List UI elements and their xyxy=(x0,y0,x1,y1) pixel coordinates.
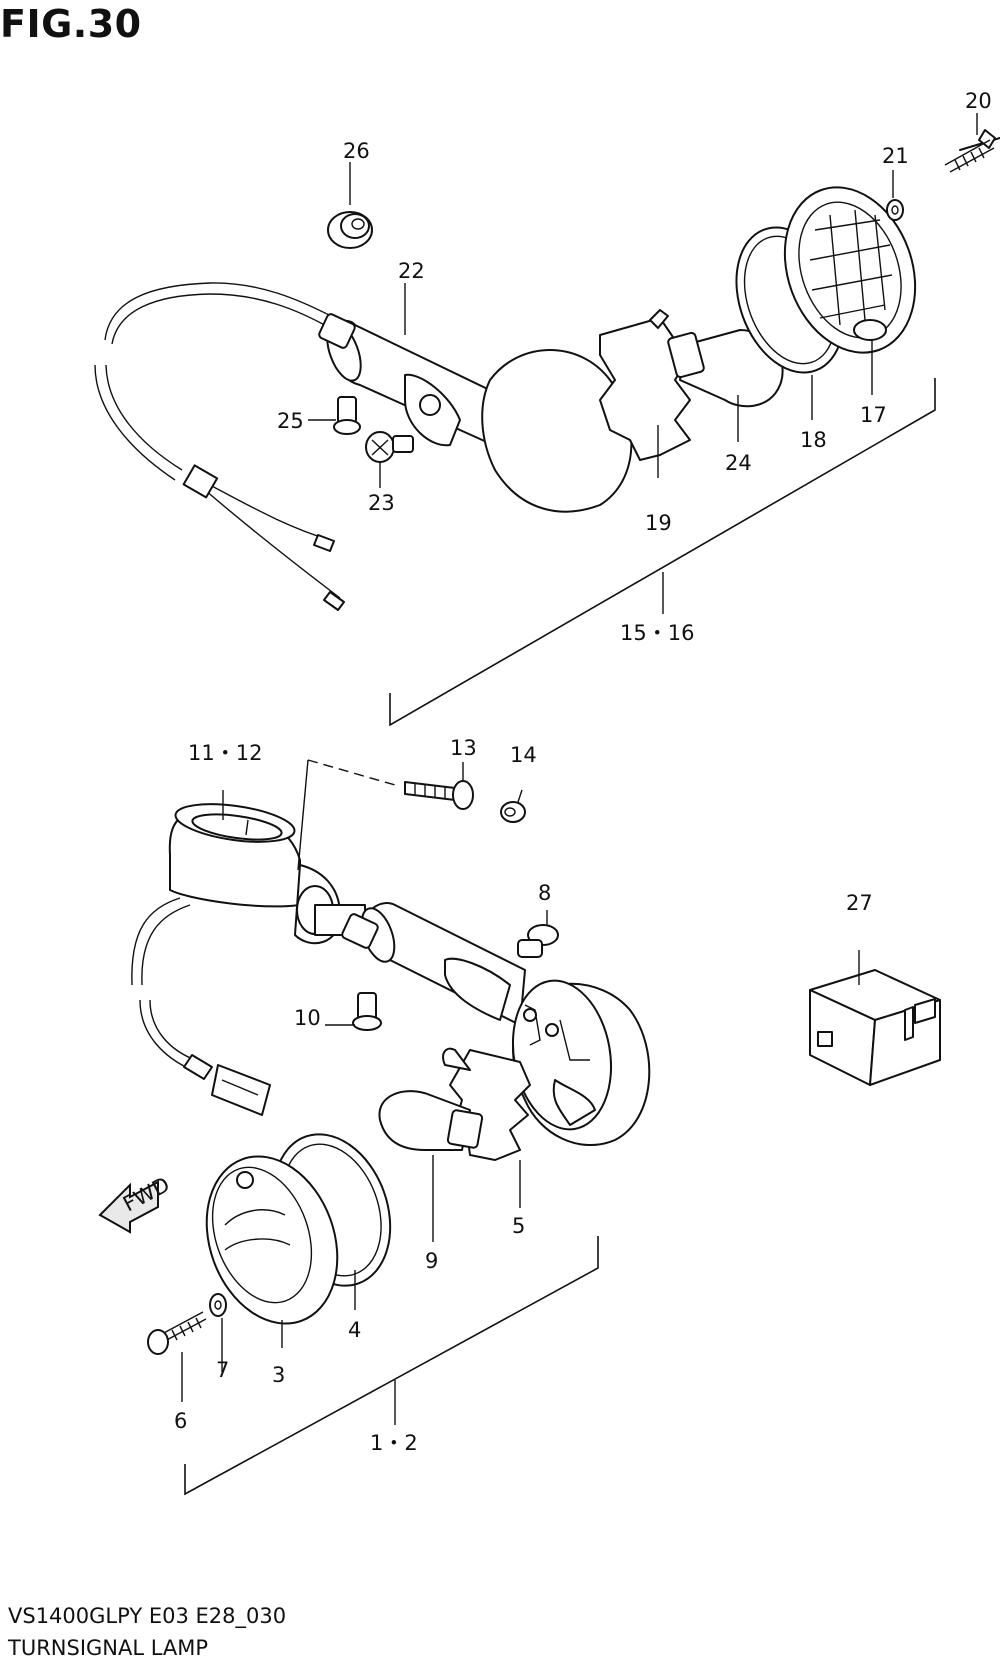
callout-5: 5 xyxy=(512,1214,525,1238)
turn-signal-housing-stem-22 xyxy=(318,313,510,449)
diagram-title: TURNSIGNAL LAMP xyxy=(8,1636,209,1660)
callout-19: 19 xyxy=(645,511,672,535)
model-code: VS1400GLPY E03 E28_030 xyxy=(8,1604,287,1628)
lens-3 xyxy=(205,1155,339,1325)
screw-23 xyxy=(365,431,414,463)
callout-27: 27 xyxy=(846,891,873,915)
callout-7: 7 xyxy=(216,1358,229,1382)
screw-13 xyxy=(404,780,474,810)
callout-8: 8 xyxy=(538,881,551,905)
callout-26: 26 xyxy=(343,139,370,163)
callout-1-2: 1・2 xyxy=(370,1431,418,1455)
screw-10 xyxy=(352,992,382,1031)
turn-signal-relay-27 xyxy=(809,969,941,1086)
screw-25 xyxy=(333,396,361,435)
callout-3: 3 xyxy=(272,1363,285,1387)
forward-direction-arrow: FWD xyxy=(98,1172,174,1234)
turn-signal-shell-upper xyxy=(481,349,633,513)
turn-signal-shell-lower xyxy=(511,979,651,1146)
screw-8 xyxy=(517,924,559,958)
wire-harness-upper xyxy=(104,282,336,341)
wire-connector-upper xyxy=(182,464,219,499)
assembly-bracket-1-2 xyxy=(184,1236,599,1496)
callout-23: 23 xyxy=(368,491,395,515)
callout-25: 25 xyxy=(277,409,304,433)
callout-13: 13 xyxy=(450,736,477,760)
bulb-9 xyxy=(378,1090,484,1151)
callout-11-12: 11・12 xyxy=(188,741,262,765)
callout-9: 9 xyxy=(425,1249,438,1273)
callout-4: 4 xyxy=(348,1318,361,1342)
assembly-bracket-15-16 xyxy=(389,378,936,727)
callout-6: 6 xyxy=(174,1409,187,1433)
screw-20 xyxy=(944,129,1000,173)
callout-14: 14 xyxy=(510,743,537,767)
callout-21: 21 xyxy=(882,144,909,168)
lens-17 xyxy=(783,186,917,354)
washer-7 xyxy=(209,1293,227,1317)
callout-17: 17 xyxy=(860,403,887,427)
callout-15-16: 15・16 xyxy=(620,621,694,645)
mounting-clamp-11-12 xyxy=(168,803,341,945)
nut-14 xyxy=(500,801,526,823)
callout-24: 24 xyxy=(725,451,752,475)
bulb-24 xyxy=(667,329,784,408)
callout-20: 20 xyxy=(965,89,992,113)
wire-harness-lower xyxy=(141,904,191,986)
callout-22: 22 xyxy=(398,259,425,283)
figure-label: FIG.30 xyxy=(0,2,142,46)
grommet-26 xyxy=(327,211,373,249)
callout-18: 18 xyxy=(800,428,827,452)
washer-21 xyxy=(886,199,904,221)
screw-6 xyxy=(147,1311,207,1355)
callout-10: 10 xyxy=(294,1006,321,1030)
